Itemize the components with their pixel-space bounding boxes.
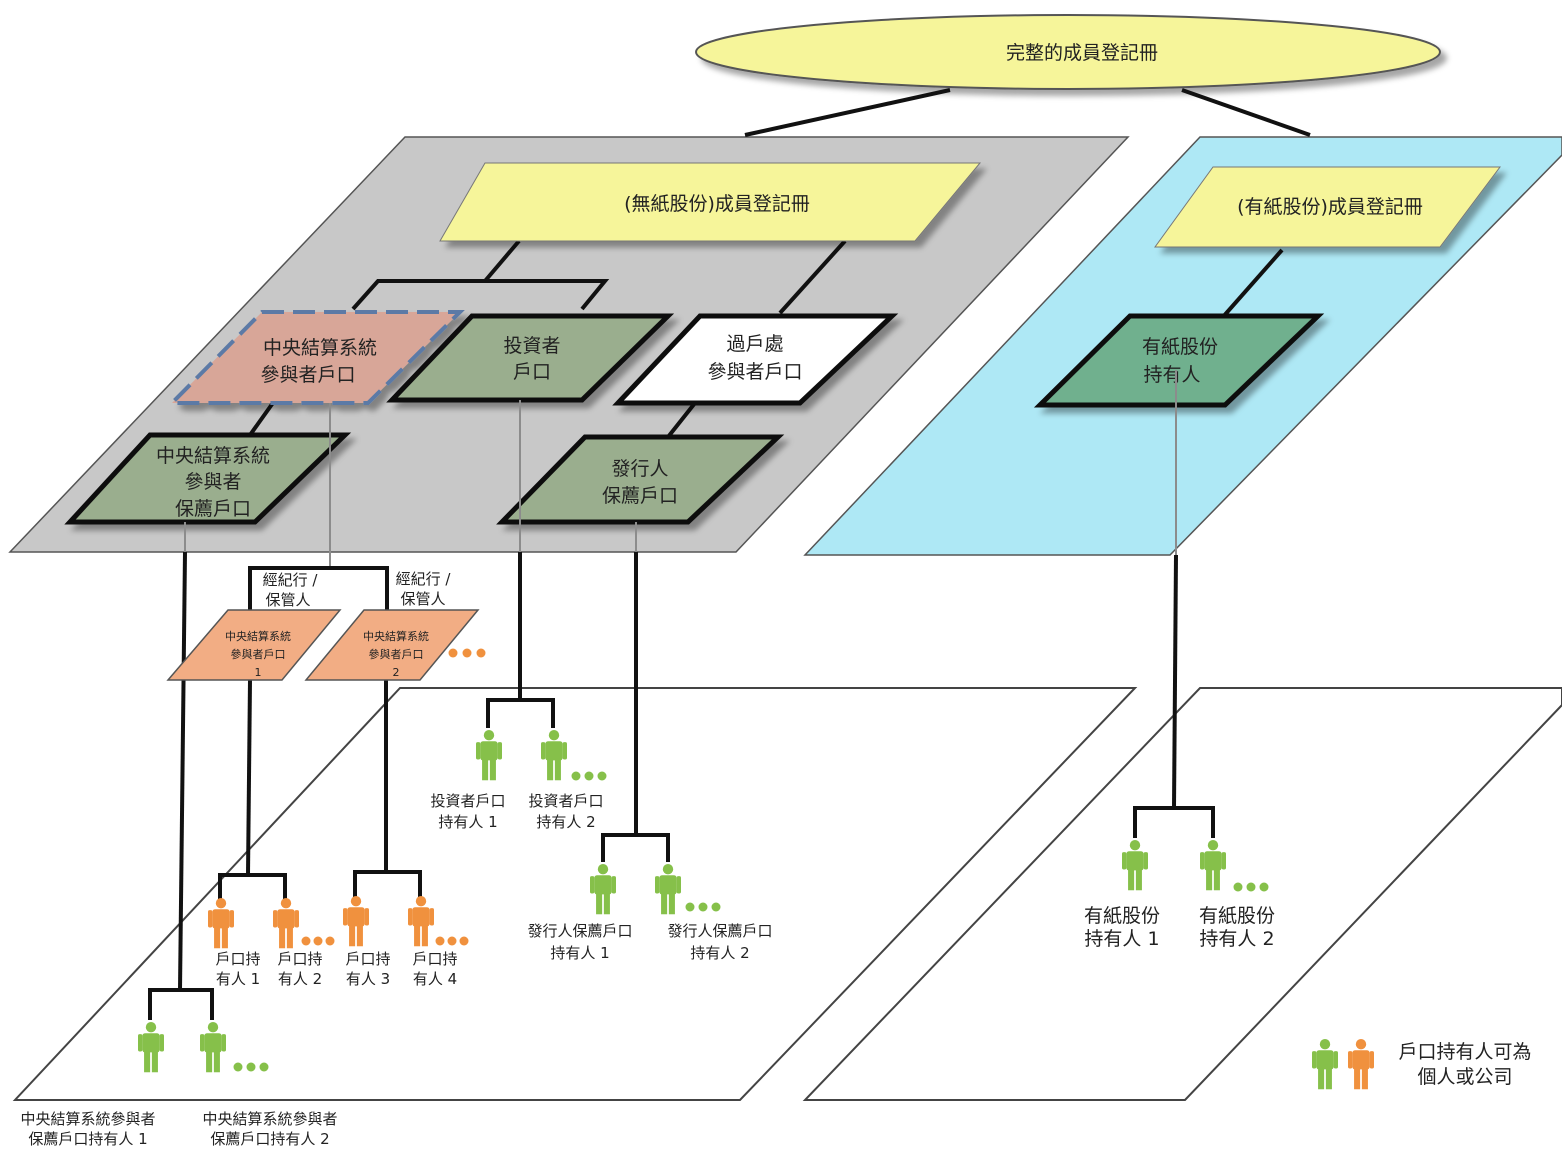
- certificated-holder-box: [1033, 313, 1325, 408]
- legend-green-person-icon: [1312, 1039, 1338, 1090]
- broker-1-account-num: 1: [255, 666, 262, 679]
- ccass-sponsored-account-box: [64, 432, 352, 525]
- broker-holder-3-label-line1: 戶口持: [345, 950, 390, 968]
- issuer-sponsored-account-line1: 發行人: [611, 458, 668, 480]
- more-certificated-holders-dots: [1233, 882, 1269, 892]
- broker-2-account-box: [304, 609, 480, 681]
- broker-2-caption-line2: 保管人: [400, 590, 445, 608]
- broker-1-caption-line1: 經紀行 /: [263, 571, 319, 589]
- ccass-sponsored-account-line3: 保薦戶口: [175, 498, 251, 520]
- ccass-sponsored-holder-1-label-line1: 中央結算系統參與者: [20, 1110, 155, 1128]
- issuer-holder-2-label-line2: 持有人 2: [690, 944, 749, 962]
- more-investor-holders-dots: [571, 771, 607, 781]
- legend-orange-person-icon: [1348, 1039, 1374, 1090]
- issuer-holder-1-label-line2: 持有人 1: [550, 944, 609, 962]
- transfer-office-account-line2: 參與者戶口: [707, 361, 802, 383]
- investor-account-line1: 投資者: [503, 335, 560, 357]
- broker-holder-2-label-line1: 戶口持: [277, 950, 322, 968]
- more-brokers-dots: [448, 648, 486, 658]
- complete-register-oval: [695, 14, 1441, 90]
- broker-holder-1-label-line2: 有人 1: [216, 970, 260, 988]
- broker-2-account-line1: 中央結算系統: [363, 629, 429, 643]
- ccass-sponsored-account-line1: 中央結算系統: [156, 445, 270, 467]
- holders-plane-right: [802, 687, 1562, 1101]
- broker-holder-4-label-line1: 戶口持: [412, 950, 457, 968]
- broker-2-account-num: 2: [393, 666, 400, 679]
- ccass-sponsored-holder-2-label-line1: 中央結算系統參與者: [202, 1110, 337, 1128]
- investor-holder-2-label-line1: 投資者戶口: [528, 792, 603, 810]
- broker-holder-3-label-line2: 有人 3: [346, 970, 390, 988]
- certificated-holder-2-label-line1: 有紙股份: [1199, 905, 1275, 927]
- ccass-sponsored-holder-1-label-line2: 保薦戶口持有人 1: [28, 1130, 147, 1148]
- lower-connectors: [148, 551, 1215, 1020]
- broker-1-caption-line2: 保管人: [265, 591, 310, 609]
- ccass-sponsored-account-line2: 參與者: [184, 471, 241, 493]
- transfer-office-account-box: [612, 313, 899, 406]
- broker-1-account-line1: 中央結算系統: [225, 629, 291, 643]
- certificated-register-label: (有紙股份)成員登記冊: [1237, 196, 1423, 218]
- more-broker-holders-dots-2: [435, 936, 469, 946]
- holders-plane-left: [12, 687, 1138, 1101]
- certificated-register-box: [1154, 166, 1501, 248]
- investor-holder-1-label-line1: 投資者戶口: [430, 792, 505, 810]
- complete-register-label: 完整的成員登記冊: [1006, 42, 1158, 64]
- issuer-sponsored-account-line2: 保薦戶口: [602, 485, 678, 507]
- certificated-holder-line2: 持有人: [1143, 364, 1200, 386]
- investor-holder-1-label-line2: 持有人 1: [438, 813, 497, 831]
- ccass-participant-account-box: [167, 310, 465, 405]
- legend-line1: 戶口持有人可為: [1398, 1041, 1531, 1063]
- more-issuer-holders-dots: [685, 902, 721, 912]
- scripless-register-label: (無紙股份)成員登記冊: [624, 193, 810, 215]
- certificated-holder-1-label-line2: 持有人 1: [1084, 928, 1159, 950]
- upper-connectors: [248, 88, 1311, 439]
- investor-holder-2-label-line2: 持有人 2: [536, 813, 595, 831]
- broker-holder-1-label-line1: 戶口持: [215, 950, 260, 968]
- broker-1-account-line2: 參與者戶口: [231, 647, 286, 661]
- broker-1-account-box: [166, 609, 342, 681]
- legend-line2: 個人或公司: [1417, 1066, 1512, 1088]
- transfer-office-account-line1: 過戶處: [726, 333, 783, 355]
- ccass-sponsored-holder-2-label-line2: 保薦戶口持有人 2: [210, 1130, 329, 1148]
- issuer-sponsored-account-box: [496, 434, 785, 525]
- investor-account-box: [386, 313, 675, 403]
- more-broker-holders-dots-1: [301, 936, 335, 946]
- broker-holder-4-label-line2: 有人 4: [413, 970, 457, 988]
- more-ccass-sponsored-holders-dots: [233, 1062, 269, 1072]
- certificated-holder-line1: 有紙股份: [1142, 336, 1218, 358]
- scripless-register-box: [439, 162, 982, 242]
- investor-account-line2: 戶口: [513, 361, 551, 383]
- broker-holder-2-label-line2: 有人 2: [278, 970, 322, 988]
- issuer-holder-1-label-line1: 發行人保薦戶口: [527, 922, 632, 940]
- certificated-holder-2-label-line2: 持有人 2: [1199, 928, 1274, 950]
- broker-2-account-line2: 參與者戶口: [369, 647, 424, 661]
- ccass-participant-account-line2: 參與者戶口: [260, 364, 355, 386]
- certificated-holder-1-label-line1: 有紙股份: [1084, 905, 1160, 927]
- issuer-holder-2-label-line1: 發行人保薦戶口: [667, 922, 772, 940]
- ccass-participant-account-line1: 中央結算系統: [263, 337, 377, 359]
- broker-2-caption-line1: 經紀行 /: [396, 570, 452, 588]
